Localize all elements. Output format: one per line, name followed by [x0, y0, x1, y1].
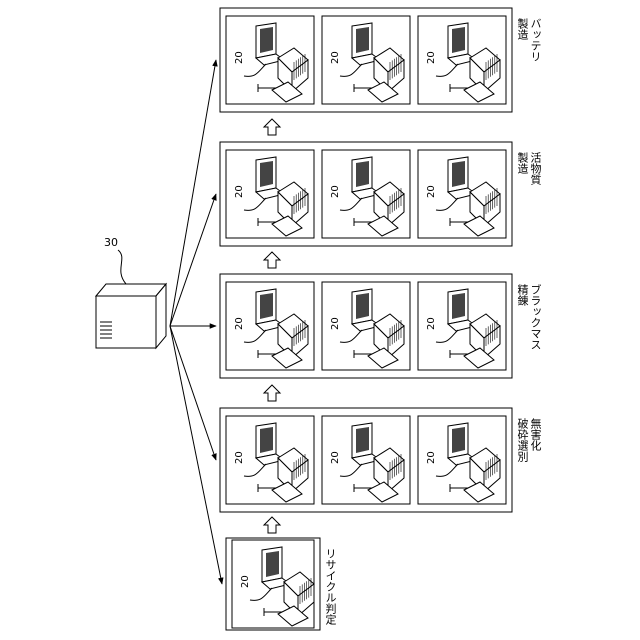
laptop-display-icon [356, 27, 369, 53]
server-label: 30 [104, 236, 118, 249]
stage-battery-production: 20 20 20 [220, 8, 512, 112]
device-label: 20 [426, 451, 437, 464]
laptop-display-icon [452, 427, 465, 453]
up-arrow-icon [264, 517, 280, 533]
laptop-display-icon [260, 427, 273, 453]
device-label: 20 [330, 451, 341, 464]
laptop-display-icon [452, 27, 465, 53]
arrow-to-battery-production [170, 60, 216, 326]
server-leader-line [118, 250, 126, 284]
device-label: 20 [330, 51, 341, 64]
laptop-display-icon [260, 293, 273, 319]
stage-label-recycle-judgement: リサイクル判定 [324, 548, 337, 625]
device-label: 20 [330, 317, 341, 330]
device-label: 20 [426, 185, 437, 198]
laptop-display-icon [260, 161, 273, 187]
laptop-display-icon [356, 427, 369, 453]
server-icon [96, 284, 166, 348]
device-label: 20 [426, 51, 437, 64]
stage-label-active-material-production: 活物質 製造 [516, 152, 542, 185]
stage-detox-crush-sort: 20 20 20 [220, 408, 512, 512]
stage-recycle-judgement: 20 [226, 538, 320, 630]
arrow-to-active-material-production [170, 194, 216, 326]
device-label: 20 [330, 185, 341, 198]
stage-active-material-production: 20 20 20 [220, 142, 512, 246]
stage-black-mass-refining: 20 20 20 [220, 274, 512, 378]
up-arrow-icon [264, 252, 280, 268]
stage-label-black-mass-refining: ブラックマス 精錬 [516, 284, 542, 350]
laptop-display-icon [452, 293, 465, 319]
stages: 20 20 20 20 20 20 20 20 20 20 20 20 20 [220, 8, 512, 630]
stage-label-battery-production: バッテリ 製造 [516, 18, 542, 62]
laptop-display-icon [452, 161, 465, 187]
device-label: 20 [426, 317, 437, 330]
device-label: 20 [234, 317, 245, 330]
device-label: 20 [240, 575, 251, 588]
device-label: 20 [234, 185, 245, 198]
device-label: 20 [234, 51, 245, 64]
up-arrow-icon [264, 385, 280, 401]
device-label: 20 [234, 451, 245, 464]
laptop-display-icon [356, 293, 369, 319]
laptop-display-icon [356, 161, 369, 187]
stage-label-detox-crush-sort: 無害化 破砕選別 [516, 418, 542, 462]
laptop-display-icon [260, 27, 273, 53]
laptop-display-icon [266, 551, 279, 577]
up-arrow-icon [264, 119, 280, 135]
distribution-arrows [170, 60, 222, 584]
